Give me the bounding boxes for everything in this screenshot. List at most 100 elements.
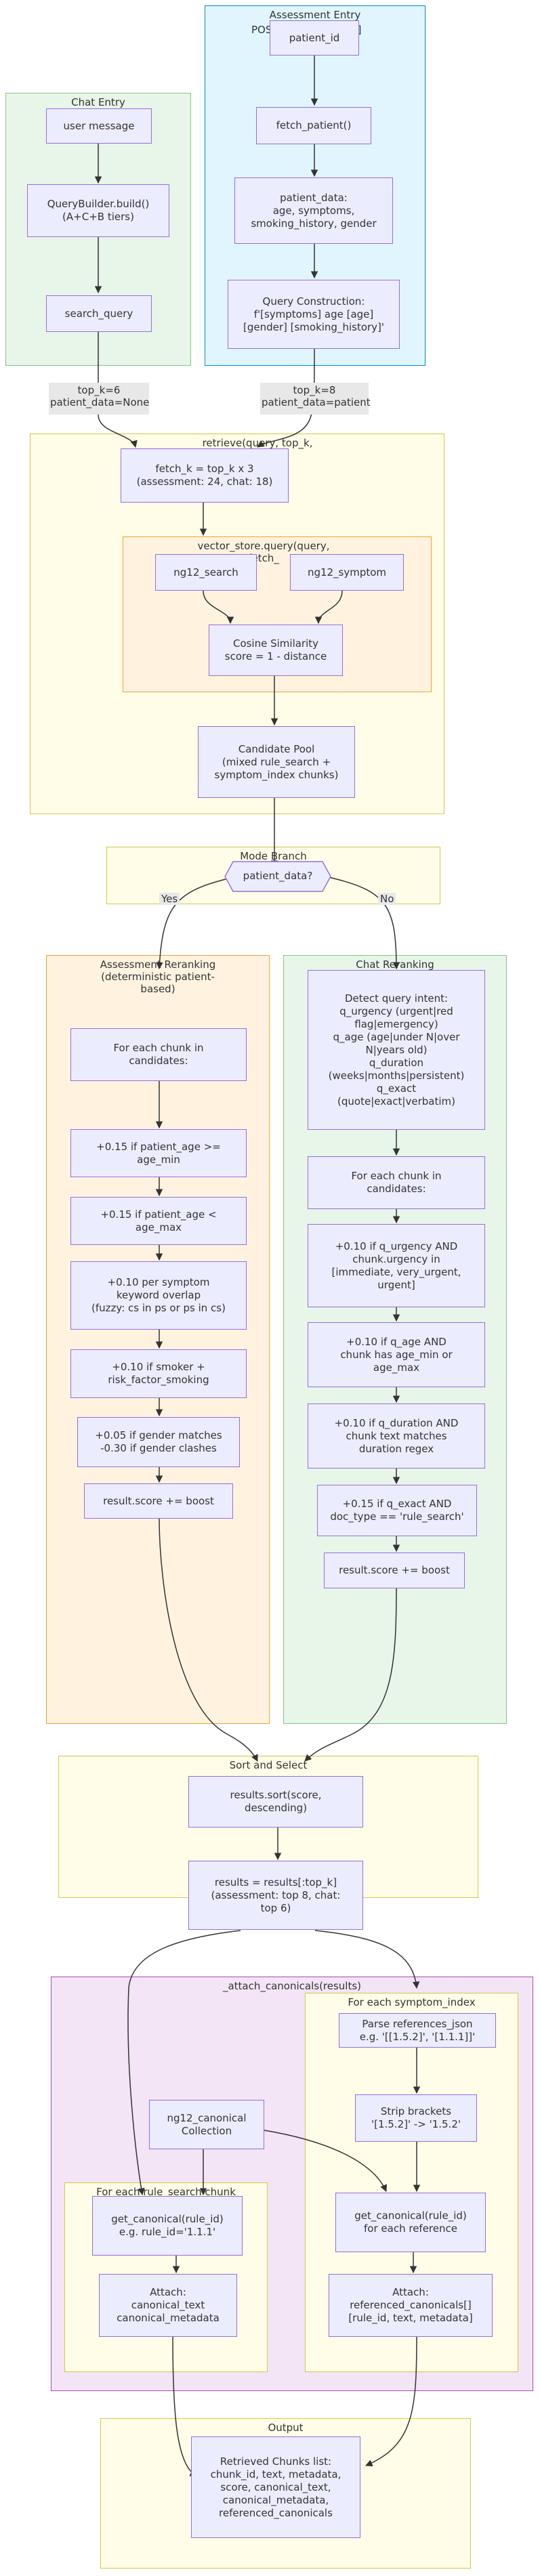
a-age-min-text: +0.15 if patient_age >= age_min — [96, 1140, 221, 1166]
ng12-canonical-text: ng12_canonical Collection — [167, 2111, 247, 2137]
patient-data-text: patient_data: age, symptoms, smoking_his… — [251, 191, 377, 230]
edge-label-yes: Yes — [159, 893, 180, 905]
patient-id-text: patient_id — [289, 31, 340, 44]
get-canonical-rule-node: get_canonical(rule_id) e.g. rule_id='1.1… — [92, 2196, 243, 2256]
get-canonical-ref-node: get_canonical(rule_id) for each referenc… — [335, 2193, 486, 2252]
subgraph-assessment-reranking-title: Assessment Reranking (deterministic pati… — [100, 958, 216, 995]
a-keyword-node: +0.10 per symptom keyword overlap (fuzzy… — [70, 1261, 247, 1330]
edge-label-assess-topk: top_k=8 patient_data=patient — [260, 383, 371, 415]
attach-multi-text: Attach: referenced_canonicals[] [rule_id… — [348, 2286, 473, 2324]
a-smoker-node: +0.10 if smoker + risk_factor_smoking — [70, 1349, 247, 1398]
sort-text: results.sort(score, descending) — [230, 1789, 322, 1814]
edge-search-to-cos — [203, 590, 234, 625]
ng12-symptom-text: ng12_symptom — [307, 566, 387, 578]
subgraph-sort-select-title: Sort and Select — [229, 1759, 308, 1771]
query-builder-node: QueryBuilder.build() (A+C+B tiers) — [27, 184, 169, 237]
edge-slice-to-rule — [127, 1930, 241, 2196]
output-list-text: Retrieved Chunks list: chunk_id, text, m… — [210, 2455, 341, 2519]
c-urgency-text: +0.10 if q_urgency AND chunk.urgency in … — [331, 1240, 461, 1291]
sort-node: results.sort(score, descending) — [188, 1776, 363, 1828]
a-keyword-text: +0.10 per symptom keyword overlap (fuzzy… — [91, 1276, 226, 1314]
parse-references-node: Parse references_json e.g. '[[1.5.2]', '… — [339, 2013, 496, 2048]
candidate-pool-node: Candidate Pool (mixed rule_search + symp… — [198, 726, 355, 798]
c-duration-text: +0.10 if q_duration AND chunk text match… — [334, 1416, 459, 1455]
edge-symptom-to-cos — [314, 590, 343, 625]
c-urgency-node: +0.10 if q_urgency AND chunk.urgency in … — [308, 1224, 485, 1307]
patient-data-decision-text: patient_data? — [243, 870, 313, 882]
c-each-text: For each chunk in candidates: — [351, 1170, 442, 1195]
c-age-node: +0.10 if q_age AND chunk has age_min or … — [308, 1322, 485, 1387]
edge-branch-no — [328, 877, 400, 970]
search-query-text: search_query — [64, 307, 133, 320]
ng12-search-node: ng12_search — [155, 554, 257, 591]
a-gender-node: +0.05 if gender matches -0.30 if gender … — [77, 1417, 240, 1467]
fetch-patient-text: fetch_patient() — [276, 119, 352, 131]
c-duration-node: +0.10 if q_duration AND chunk text match… — [308, 1403, 485, 1469]
a-age-min-node: +0.15 if patient_age >= age_min — [70, 1129, 247, 1177]
attach-multi-node: Attach: referenced_canonicals[] [rule_id… — [329, 2274, 493, 2337]
a-gender-text: +0.05 if gender matches -0.30 if gender … — [95, 1429, 222, 1454]
strip-brackets-text: Strip brackets '[1.5.2]' -> '1.5.2' — [371, 2105, 461, 2130]
user-message-node: user message — [46, 108, 152, 144]
subgraph-mode-branch-title: Mode Branch — [240, 850, 307, 862]
slice-node: results = results[:top_k] (assessment: t… — [188, 1861, 363, 1930]
edge-label-no: No — [378, 893, 396, 905]
a-smoker-text: +0.10 if smoker + risk_factor_smoking — [108, 1361, 209, 1386]
output-list-node: Retrieved Chunks list: chunk_id, text, m… — [191, 2436, 360, 2538]
subgraph-output-title: Output — [268, 2422, 304, 2434]
edge-attach-to-output — [172, 2336, 197, 2476]
edge-c-result-to-sort — [304, 1588, 397, 1762]
get-canonical-rule-text: get_canonical(rule_id) e.g. rule_id='1.1… — [111, 2213, 224, 2238]
query-builder-text: QueryBuilder.build() (A+C+B tiers) — [47, 198, 150, 223]
edge-canon-to-getref — [264, 2130, 387, 2192]
cosine-similarity-text: Cosine Similarity score = 1 - distance — [224, 637, 327, 662]
c-intent-text: Detect query intent: q_urgency (urgent|r… — [328, 992, 465, 1107]
c-result-node: result.score += boost — [324, 1553, 465, 1588]
edge-label-chat-topk: top_k=6 patient_data=None — [49, 383, 149, 415]
a-each-node: For each chunk in candidates: — [70, 1028, 247, 1081]
patient-id-node: patient_id — [270, 20, 359, 56]
c-each-node: For each chunk in candidates: — [308, 1156, 485, 1209]
c-exact-node: +0.15 if q_exact AND doc_type == 'rule_s… — [317, 1485, 477, 1536]
parse-references-text: Parse references_json e.g. '[[1.5.2]', '… — [359, 2017, 476, 2043]
query-construction-text: Query Construction: f'[symptoms] age [ag… — [243, 295, 385, 333]
a-age-max-node: +0.15 if patient_age < age_max — [70, 1197, 247, 1245]
c-result-text: result.score += boost — [339, 1564, 450, 1576]
candidate-pool-text: Candidate Pool (mixed rule_search + symp… — [214, 742, 339, 781]
ng12-search-text: ng12_search — [173, 566, 238, 578]
slice-text: results = results[:top_k] (assessment: t… — [211, 1876, 341, 1914]
edge-branch-yes — [156, 877, 234, 970]
subgraph-symptom-index-title: For each symptom_index — [348, 1996, 476, 2008]
subgraph-rule-search-title: For each rule_search chunk — [96, 2186, 236, 2198]
query-construction-node: Query Construction: f'[symptoms] age [ag… — [228, 280, 400, 349]
fetch-k-text: fetch_k = top_k x 3 (assessment: 24, cha… — [136, 463, 273, 488]
ng12-symptom-node: ng12_symptom — [290, 554, 404, 591]
user-message-text: user message — [63, 119, 135, 132]
subgraph-assessment-reranking: Assessment Reranking (deterministic pati… — [46, 955, 270, 1724]
a-age-max-text: +0.15 if patient_age < age_max — [100, 1208, 217, 1233]
a-each-text: For each chunk in candidates: — [113, 1042, 204, 1067]
get-canonical-ref-text: get_canonical(rule_id) for each referenc… — [354, 2210, 467, 2235]
edge-slice-to-symptom — [314, 1930, 420, 1989]
edge-multi-to-output — [365, 2336, 417, 2467]
patient-data-decision-node — [224, 861, 331, 892]
c-intent-node: Detect query intent: q_urgency (urgent|r… — [308, 970, 485, 1130]
a-result-node: result.score += boost — [84, 1483, 233, 1519]
edge-a-result-to-sort — [159, 1517, 258, 1762]
c-exact-text: +0.15 if q_exact AND doc_type == 'rule_s… — [330, 1498, 464, 1523]
cosine-similarity-node: Cosine Similarity score = 1 - distance — [209, 625, 343, 676]
subgraph-assessment-entry-title: Assessment Entry — [269, 9, 361, 21]
strip-brackets-node: Strip brackets '[1.5.2]' -> '1.5.2' — [355, 2094, 477, 2142]
patient-data-node: patient_data: age, symptoms, smoking_his… — [234, 177, 393, 244]
fetch-k-node: fetch_k = top_k x 3 (assessment: 24, cha… — [121, 448, 289, 503]
fetch-patient-node: fetch_patient() — [256, 107, 371, 144]
attach-single-text: Attach: canonical_text canonical_metadat… — [117, 2286, 220, 2324]
subgraph-attach-title: _attach_canonicals(results) — [222, 1980, 362, 1992]
c-age-text: +0.10 if q_age AND chunk has age_min or … — [340, 1335, 453, 1374]
subgraph-chat-entry-title: Chat Entry — [71, 96, 125, 108]
attach-single-node: Attach: canonical_text canonical_metadat… — [99, 2274, 237, 2337]
search-query-node: search_query — [46, 295, 152, 332]
ng12-canonical-node: ng12_canonical Collection — [149, 2100, 264, 2149]
a-result-text: result.score += boost — [103, 1494, 214, 1507]
